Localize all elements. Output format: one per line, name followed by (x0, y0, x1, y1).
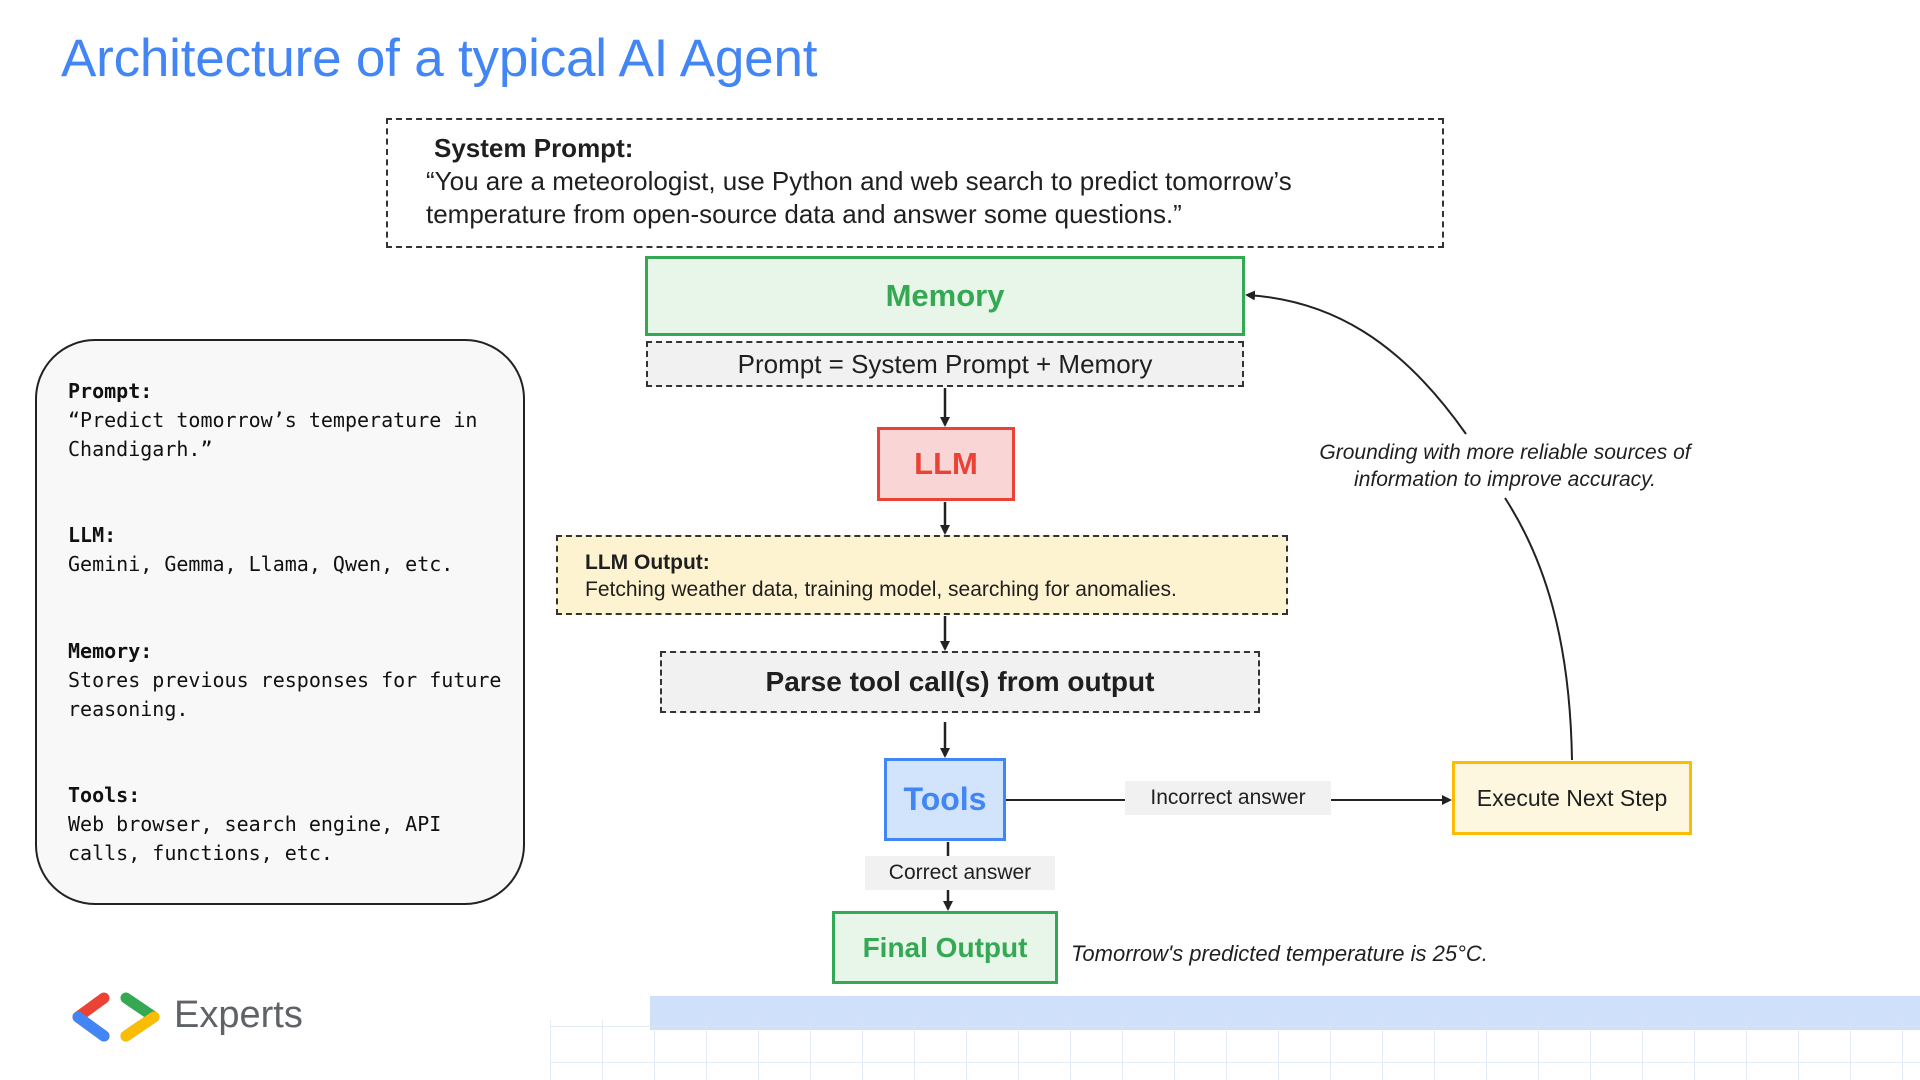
glossary-prompt: Prompt: “Predict tomorrow’s temperature … (68, 377, 503, 521)
incorrect-answer-label: Incorrect answer (1125, 781, 1331, 815)
tools-node: Tools (884, 758, 1006, 841)
glossary-llm: LLM: Gemini, Gemma, Llama, Qwen, etc. (68, 521, 503, 637)
llm-output-heading: LLM Output: (585, 551, 710, 574)
correct-answer-label: Correct answer (865, 856, 1055, 890)
glossary-llm-text: Gemini, Gemma, Llama, Qwen, etc. (68, 552, 454, 576)
system-prompt-heading: System Prompt: (434, 133, 634, 163)
glossary-tools-label: Tools: (68, 783, 141, 807)
final-output-node: Final Output (832, 911, 1058, 984)
system-prompt-text: “You are a meteorologist, use Python and… (426, 166, 1292, 229)
final-output-note: Tomorrow's predicted temperature is 25°C… (1071, 941, 1488, 966)
system-prompt-box: System Prompt: “You are a meteorologist,… (386, 118, 1444, 248)
arrow-grounding-to-memory (1245, 290, 1467, 435)
execute-next-step-node: Execute Next Step (1452, 761, 1692, 835)
glossary-tools-text: Web browser, search engine, API calls, f… (68, 812, 454, 865)
line-execute-to-grounding (1504, 497, 1573, 761)
memory-node: Memory (645, 256, 1245, 336)
google-developers-chevrons-icon (72, 992, 160, 1042)
llm-node: LLM (877, 427, 1015, 501)
page-title: Architecture of a typical AI Agent (61, 29, 818, 88)
glossary-llm-label: LLM: (68, 523, 117, 547)
glossary-memory: Memory: Stores previous responses for fu… (68, 637, 503, 781)
decorative-grid-banner (550, 996, 1920, 1080)
glossary-prompt-label: Prompt: (68, 379, 153, 403)
prompt-formula-box: Prompt = System Prompt + Memory (646, 341, 1244, 387)
glossary-memory-label: Memory: (68, 639, 153, 663)
component-glossary-panel: Prompt: “Predict tomorrow’s temperature … (35, 339, 525, 905)
glossary-tools: Tools: Web browser, search engine, API c… (68, 781, 503, 868)
parse-tool-calls-box: Parse tool call(s) from output (660, 651, 1260, 713)
glossary-memory-text: Stores previous responses for future rea… (68, 668, 514, 721)
glossary-prompt-text: “Predict tomorrow’s temperature in Chand… (68, 408, 490, 461)
brand-name: Experts (174, 994, 303, 1036)
grounding-note: Grounding with more reliable sources of … (1319, 441, 1691, 491)
llm-output-box: LLM Output: Fetching weather data, train… (556, 535, 1288, 615)
llm-output-text: Fetching weather data, training model, s… (585, 578, 1177, 601)
